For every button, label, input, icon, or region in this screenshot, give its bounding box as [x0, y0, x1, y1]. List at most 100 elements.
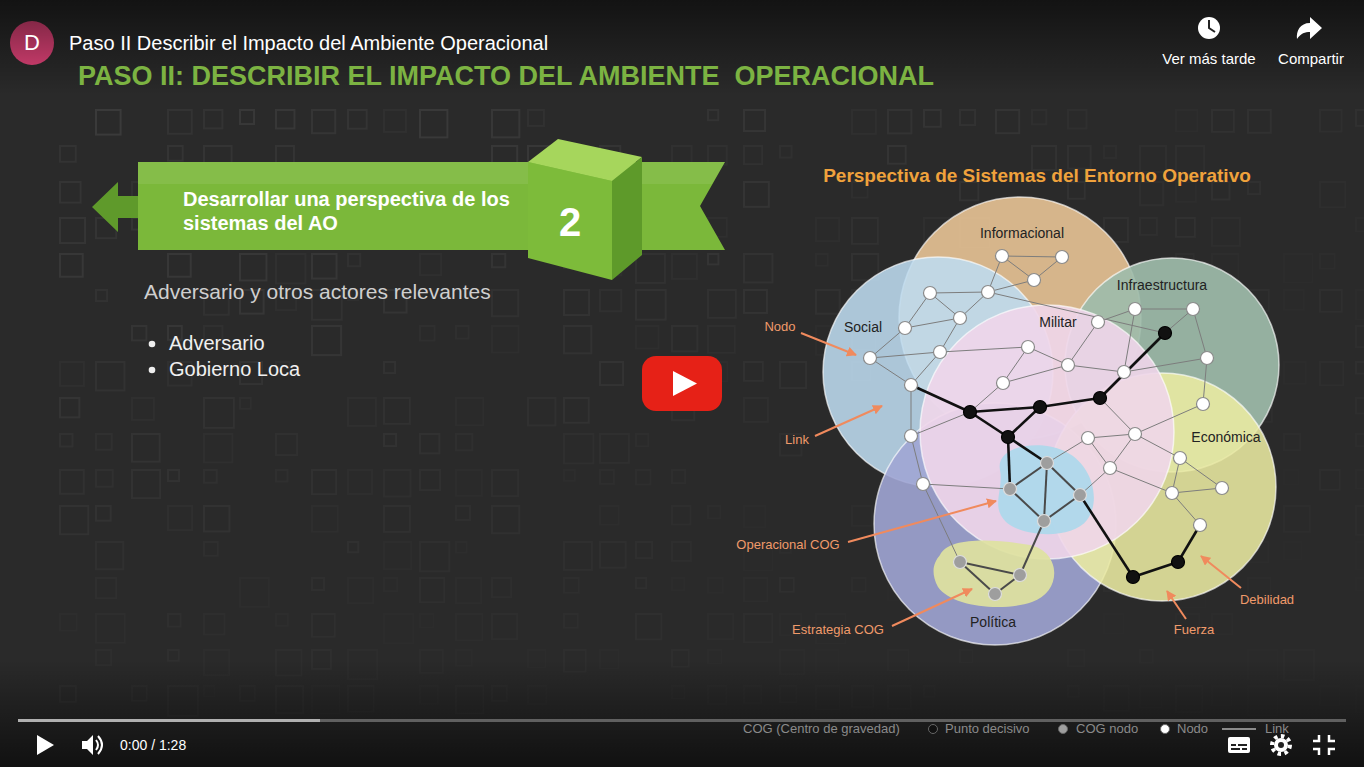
network-node	[1166, 487, 1179, 500]
system-label: Militar	[1039, 314, 1076, 331]
label-holder: Link	[785, 432, 809, 448]
network-node	[997, 377, 1010, 390]
avatar-circle: D	[10, 21, 54, 65]
pattern-square	[384, 542, 411, 569]
pattern-square	[816, 254, 828, 266]
callout-label: Operacional COG	[736, 537, 839, 553]
network-node	[954, 312, 967, 325]
volume-icon	[82, 735, 93, 755]
pattern-square	[708, 326, 735, 353]
pattern-square	[96, 506, 111, 521]
pattern-square	[744, 290, 767, 313]
pattern-square	[600, 362, 623, 385]
exit-fullscreen-icon	[1313, 735, 1319, 741]
bullet-item: Adversario	[169, 331, 265, 355]
pattern-square	[96, 110, 121, 135]
pattern-square	[204, 614, 224, 634]
pattern-square	[492, 254, 505, 267]
pattern-square	[636, 578, 646, 588]
legend-text-holder: Link	[1265, 721, 1289, 737]
pattern-square	[564, 470, 575, 481]
pattern-square	[924, 110, 941, 127]
pattern-square	[1356, 398, 1364, 414]
diagram-title: Perspectiva de Sistemas del Entorno Oper…	[823, 165, 1251, 188]
network-node	[917, 478, 930, 491]
pattern-square	[1320, 110, 1342, 132]
play-control	[37, 735, 54, 755]
pattern-square	[1356, 290, 1364, 320]
exit-fullscreen-icon	[1329, 749, 1335, 755]
bullet-item: Gobierno Loca	[169, 357, 300, 381]
pattern-square	[312, 506, 338, 532]
pattern-square	[492, 578, 511, 597]
pattern-square	[456, 614, 482, 640]
pattern-square	[564, 614, 578, 628]
network-node	[905, 430, 918, 443]
pattern-square	[636, 326, 659, 349]
pattern-square	[744, 182, 769, 207]
avatar-letter: D	[24, 30, 40, 56]
pattern-square	[420, 326, 435, 341]
cog-node	[1074, 489, 1087, 502]
pattern-square	[1176, 110, 1197, 131]
pattern-square	[96, 434, 112, 450]
pattern-square	[276, 470, 288, 482]
pattern-square	[456, 506, 470, 520]
system-label: Política	[970, 614, 1016, 631]
system-label: Económica	[1191, 429, 1260, 446]
pattern-square	[852, 110, 876, 134]
network-node	[1197, 398, 1210, 411]
pattern-square	[492, 470, 518, 496]
cog-node	[1004, 483, 1017, 496]
avatar-outline	[10, 21, 54, 65]
decisive-point	[964, 406, 977, 419]
cog-node	[954, 556, 967, 569]
pattern-square	[888, 110, 911, 133]
volume-wave	[96, 740, 98, 750]
pattern-square	[348, 542, 358, 552]
pattern-square	[312, 470, 336, 494]
legend-text: Nodo	[1177, 721, 1208, 737]
pattern-square	[204, 398, 234, 428]
title-holder: PASO II: DESCRIBIR EL IMPACTO DEL AMBIEN…	[78, 60, 934, 92]
pattern-square	[528, 110, 544, 126]
cog-link	[960, 562, 1020, 575]
system-circle: Política	[873, 402, 1117, 646]
pattern-square	[1284, 470, 1299, 485]
pattern-square	[168, 650, 179, 661]
pattern-square	[564, 290, 589, 315]
pattern-square	[1212, 614, 1232, 634]
pattern-square	[384, 362, 395, 373]
cog-node	[1038, 515, 1051, 528]
network-node	[934, 346, 947, 359]
callout-label: Estrategia COG	[792, 622, 884, 638]
cog-link	[1044, 463, 1047, 521]
pattern-square	[888, 146, 906, 164]
pattern-square	[528, 398, 555, 425]
legend-text-holder: Punto decisivo	[945, 721, 1030, 737]
pattern-square	[780, 146, 792, 158]
exit-fullscreen-icon	[1313, 749, 1319, 755]
label-holder: Operacional COG	[736, 537, 839, 553]
button-label: Compartir	[1278, 50, 1344, 68]
pattern-square	[636, 614, 661, 639]
pattern-square	[708, 578, 723, 593]
pattern-square	[168, 110, 192, 134]
network-node	[1174, 452, 1187, 465]
pattern-square	[1212, 110, 1234, 132]
step-cube: 2	[528, 136, 644, 282]
pattern-square	[312, 326, 341, 355]
pattern-square	[60, 254, 83, 277]
network-node	[982, 286, 995, 299]
network-node	[1118, 366, 1131, 379]
video-title: Paso II Describir el Impacto del Ambient…	[69, 31, 548, 55]
pattern-square	[708, 290, 736, 318]
pattern-square	[456, 470, 482, 496]
pattern-square	[744, 614, 772, 642]
pattern-square	[1104, 146, 1116, 158]
pattern-square	[96, 542, 123, 569]
settings-hole	[1278, 742, 1284, 748]
pattern-square	[456, 326, 469, 339]
legend-text: Punto decisivo	[945, 721, 1030, 737]
pattern-square	[1104, 614, 1124, 634]
